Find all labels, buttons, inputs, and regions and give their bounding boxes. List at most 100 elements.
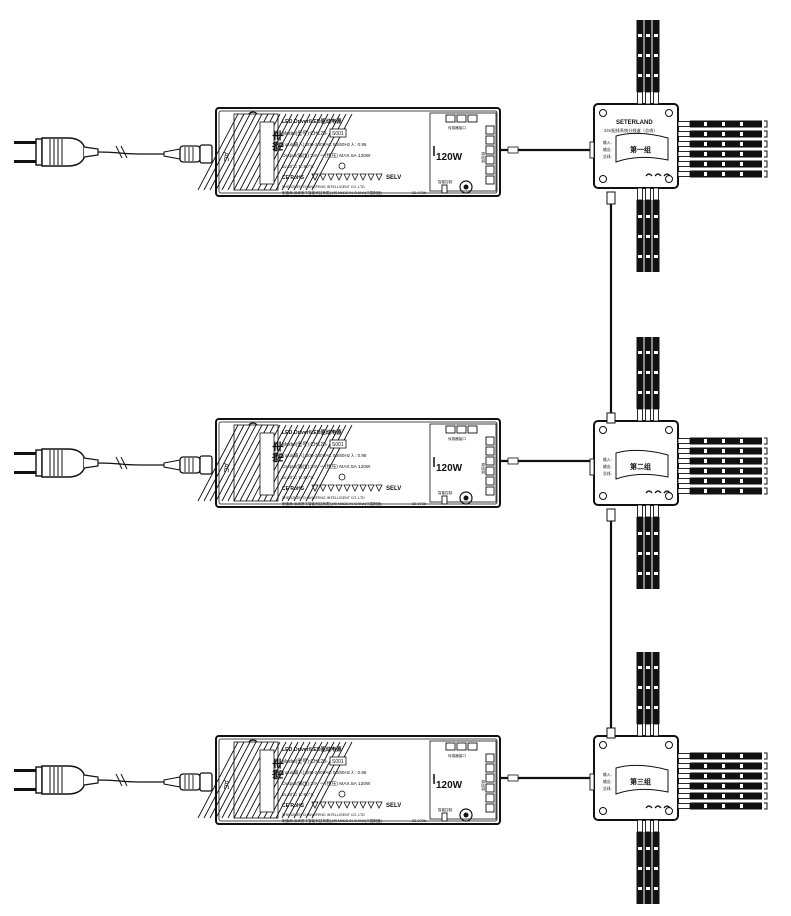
logo-hatch [209, 741, 251, 819]
hub-input-port [589, 773, 595, 791]
output-port [485, 803, 495, 813]
model-suffix-box [329, 756, 347, 766]
driver-brand-text: LED Driver/LED驱动电源 [282, 117, 342, 125]
cert-symbol [335, 173, 343, 181]
cert-symbol [327, 801, 335, 809]
driver-date-code: 22-0726 [412, 819, 426, 823]
mount-hole [463, 184, 469, 190]
cert-symbol [351, 173, 359, 181]
driver-output-text: Output(输出):24V ═ (恒压) MAX.5A 120W [282, 463, 371, 470]
logo-hatch [197, 741, 239, 819]
cert-symbol [311, 173, 319, 181]
output-port [485, 466, 495, 476]
bottom-output-plug [644, 819, 652, 905]
driver-ac-label: AC [222, 463, 229, 473]
right-output-plug [677, 150, 763, 158]
bottom-output-plug [644, 504, 652, 590]
driver-side-small: 输出端 [481, 152, 486, 163]
cert-symbol [319, 801, 327, 809]
top-output-plug [636, 651, 644, 737]
right-output-plug [677, 140, 763, 148]
cable-break-mark [120, 145, 128, 159]
hub-side-label: 输出: [603, 779, 612, 784]
mount-hole [463, 495, 469, 501]
plug-end-mark [764, 457, 768, 465]
cert-symbol [351, 484, 359, 492]
sensor-port [445, 742, 456, 751]
driver-body [215, 735, 501, 825]
output-port [485, 446, 495, 456]
logo-hatch [215, 741, 257, 819]
driver-top-label: 传感器接口 [448, 436, 466, 441]
logo-hatch [269, 741, 311, 819]
hub-side-label: 总线: [603, 471, 612, 476]
cert-circle [338, 473, 346, 481]
hub-label-plate [615, 132, 669, 163]
driver-input-text: Input(输入):200-240VAC 50/60Hz λ : 0.95 [282, 769, 367, 776]
logo-hatch [221, 424, 263, 502]
logo-text-block [259, 749, 275, 813]
hub-side-label: 输入: [603, 140, 612, 145]
driver-power-label: 120W [436, 463, 463, 474]
driver-model-text: Model(型号):CH120- [282, 758, 328, 765]
cable-break-mark [120, 773, 128, 787]
output-port [485, 456, 495, 466]
bus-connector [606, 727, 616, 739]
logo-hatch [293, 741, 335, 819]
cert-symbol [327, 173, 335, 181]
driver-top-label: 传感器接口 [448, 125, 466, 130]
driver-power-label: 120W [436, 780, 463, 791]
hub-screw [665, 741, 673, 749]
hub-screw [599, 807, 607, 815]
driver-company-cn: 制造商:深圳常丰智能科技有限公司 MADE IN CHINA(中国制造) [282, 190, 382, 195]
top-output-plug [644, 651, 652, 737]
driver-bottom-label: 智能控制 [438, 490, 453, 495]
cert-symbol [367, 801, 375, 809]
logo-hatch [305, 741, 347, 819]
plug-end-mark [764, 150, 768, 158]
logo-hatch [299, 741, 341, 819]
hub-port-mark [654, 173, 662, 177]
figure8-connector [163, 772, 213, 792]
driver-bottom-label: 智能控制 [438, 807, 453, 812]
hub-port-mark [645, 490, 653, 494]
hub-screw [665, 426, 673, 434]
right-output-plug [677, 752, 763, 760]
cert-symbol [311, 801, 319, 809]
hub-label-plate [615, 764, 669, 795]
sensor-port [467, 425, 478, 434]
driver-model-suffix: S001 [332, 131, 344, 137]
hub-side-label: 总线: [603, 786, 612, 791]
cable-break-mark [115, 773, 123, 787]
output-port [485, 486, 495, 496]
driver-temp-text: ta:40°C tc:80°C [282, 475, 314, 480]
right-output-plug [677, 120, 763, 128]
driver-logo-panel: 常丰 [197, 424, 353, 502]
cert-symbol [375, 173, 383, 181]
model-suffix-box [329, 128, 347, 138]
logo-hatch [281, 741, 323, 819]
driver-cert-text: CE RoHS [282, 486, 305, 492]
logo-hatch [311, 424, 353, 502]
cert-symbol [335, 801, 343, 809]
plug-end-mark [764, 130, 768, 138]
right-output-plug [677, 437, 763, 445]
sensor-port [467, 114, 478, 123]
driver-inner-frame [218, 110, 498, 194]
driver-model-text: Model(型号):CH120- [282, 130, 328, 137]
driver-side-logo: 常丰 [271, 441, 285, 463]
driver-logo-panel: 常丰 [197, 741, 353, 819]
driver-temp-text: ta:40°C tc:80°C [282, 792, 314, 797]
output-port [485, 125, 495, 135]
right-output-plug [677, 477, 763, 485]
output-port [485, 145, 495, 155]
cert-symbol [319, 484, 327, 492]
plug-end-mark [764, 802, 768, 810]
logo-hatch [203, 741, 245, 819]
